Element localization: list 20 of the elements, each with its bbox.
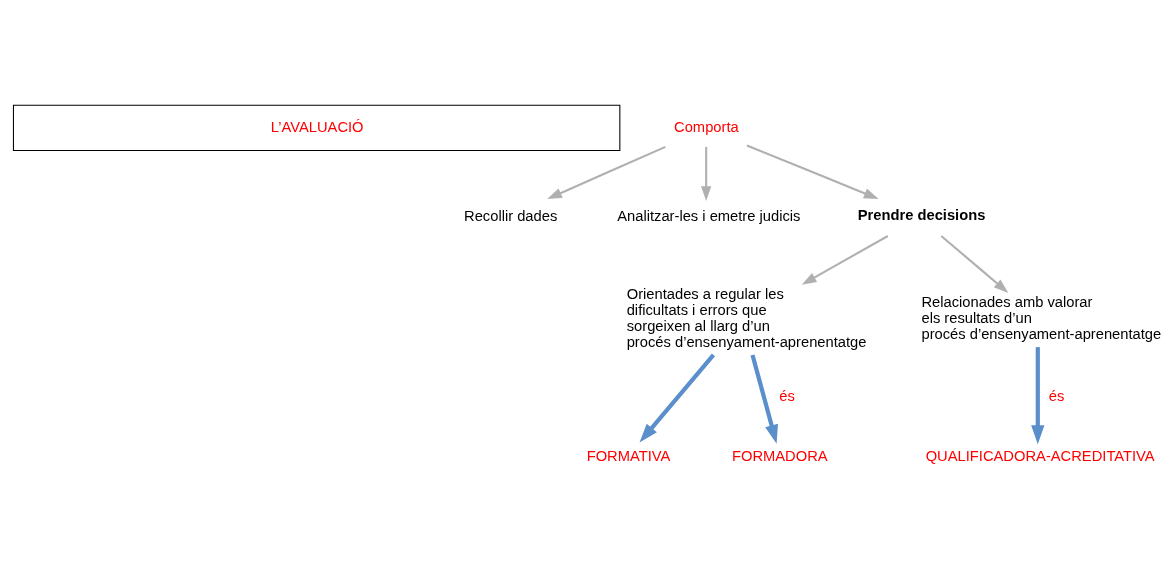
- arrow: [701, 146, 712, 201]
- node-text: Analitzar-les i emetre judicis: [617, 207, 801, 224]
- node-text: Relacionades amb valorar els resultats d’un procés d’ensenyament-aprenentatge: [921, 293, 1162, 342]
- node-text: FORMADORA: [731, 447, 828, 464]
- node-text: Recollir dades: [464, 207, 558, 224]
- arrow: [746, 143, 879, 199]
- node-text: Comporta: [674, 118, 739, 135]
- arrow: [750, 353, 779, 444]
- edge-label: és: [779, 387, 795, 404]
- arrow: [940, 234, 1009, 293]
- arrow: [639, 353, 716, 442]
- arrow: [1031, 346, 1045, 444]
- node-text: FORMATIVA: [586, 447, 671, 464]
- arrow: [547, 145, 666, 199]
- node-box: L’AVALUACIÓ: [12, 104, 621, 151]
- arrow: [801, 234, 889, 285]
- node-text: QUALIFICADORA-ACREDITATIVA: [925, 447, 1155, 464]
- node-text: Orientades a regular les dificultats i errors que sorgeixen al llarg d’un procés d’ensenyament-aprenentatge: [626, 285, 867, 350]
- node-text: Prendre decisions: [857, 206, 986, 223]
- edge-label: és: [1048, 387, 1065, 404]
